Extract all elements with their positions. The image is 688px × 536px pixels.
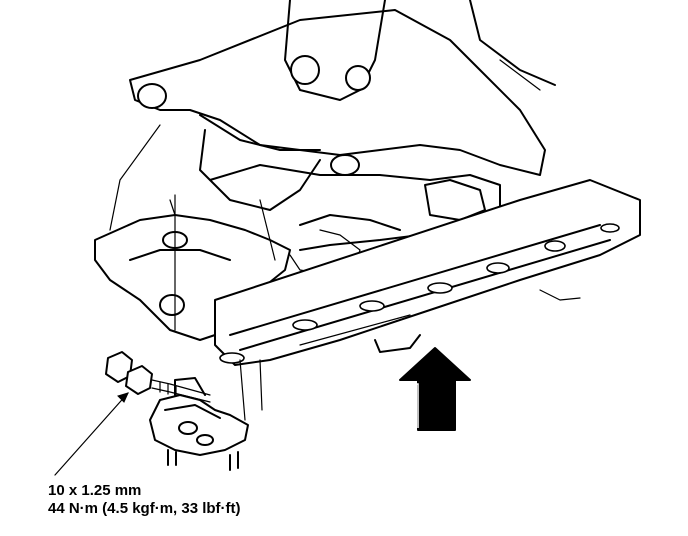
guide-lines <box>174 194 263 421</box>
bolt <box>105 351 211 403</box>
up-arrow-icon <box>397 338 473 431</box>
upper-subframe <box>109 0 556 231</box>
mount-bracket <box>149 377 249 471</box>
leader-line <box>54 392 129 476</box>
bolt-size-label: 10 x 1.25 mm <box>48 482 142 499</box>
side-rail <box>214 179 641 366</box>
torque-spec-label: 44 N·m (4.5 kgf·m, 33 lbf·ft) <box>48 500 241 517</box>
